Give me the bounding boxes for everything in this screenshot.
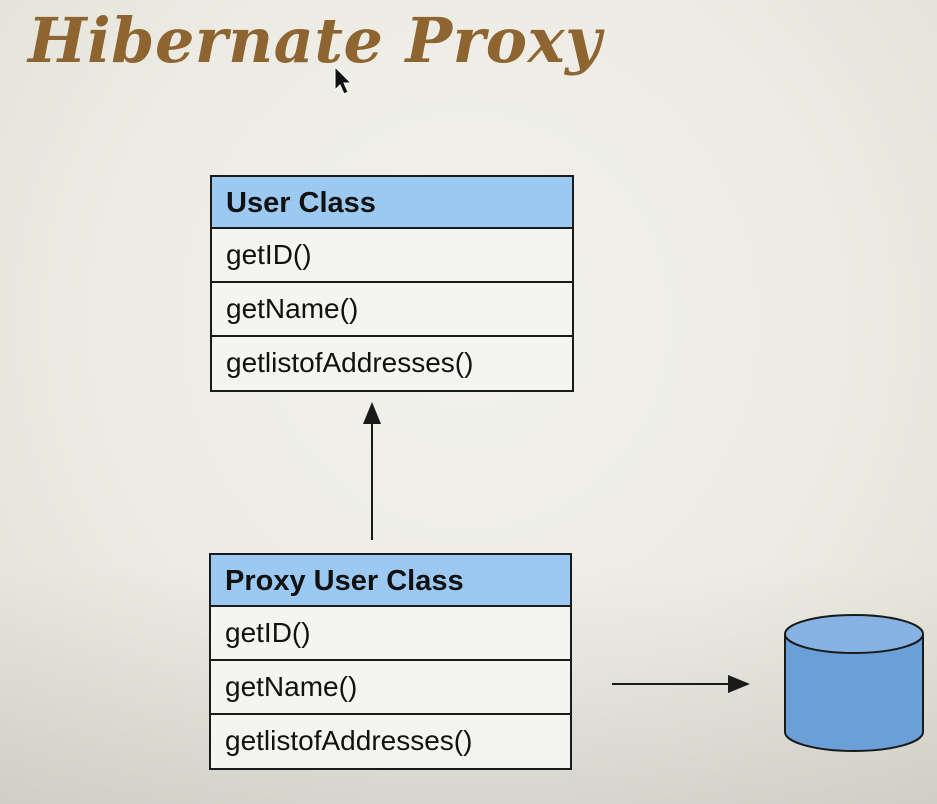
database-arrow <box>612 675 750 693</box>
user-class-method-getid: getID() <box>212 229 572 283</box>
user-class-method-getname: getName() <box>212 283 572 337</box>
user-class-box: User Class getID() getName() getlistofAd… <box>210 175 574 392</box>
proxy-user-class-header: Proxy User Class <box>211 555 570 607</box>
inheritance-arrow <box>363 402 381 540</box>
proxy-user-class-box: Proxy User Class getID() getName() getli… <box>209 553 572 770</box>
proxy-class-method-getlistofaddresses: getlistofAddresses() <box>225 725 473 756</box>
user-class-method-getlistofaddresses: getlistofAddresses() <box>226 347 474 378</box>
page-title: Hibernate Proxy <box>28 4 602 77</box>
proxy-class-method-getname: getName() <box>211 661 570 715</box>
proxy-class-method-getid: getID() <box>211 607 570 661</box>
database-icon <box>784 614 924 752</box>
user-class-header: User Class <box>212 177 572 229</box>
